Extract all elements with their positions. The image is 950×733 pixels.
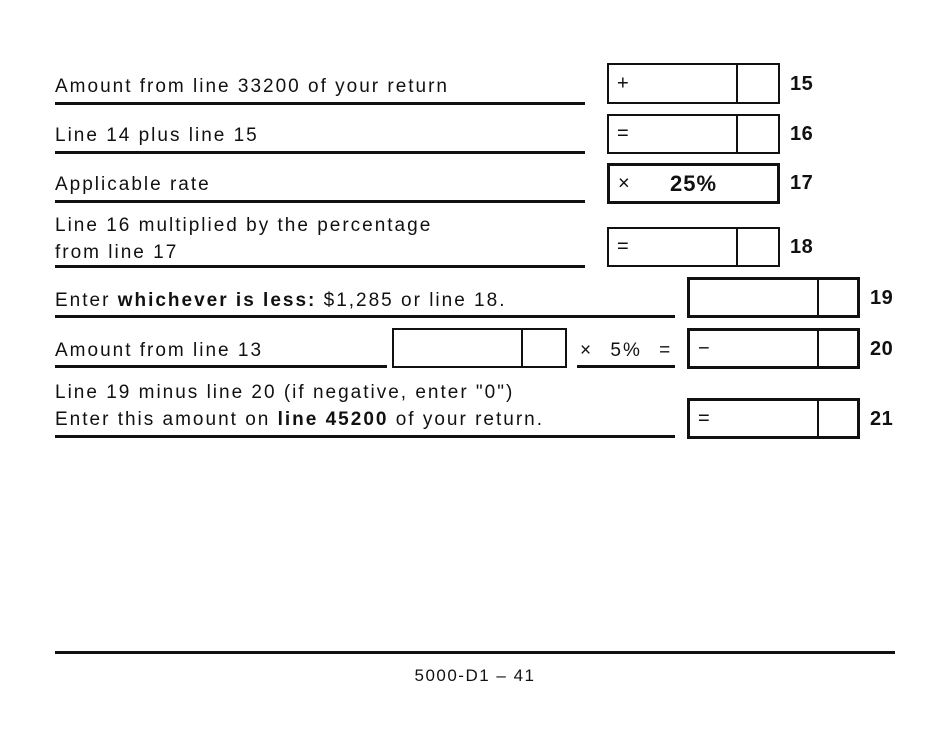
minus-operator: − xyxy=(698,337,710,359)
line-21-writing-line xyxy=(55,435,675,438)
cents-divider xyxy=(521,330,523,366)
line-21-label-line1: Line 19 minus line 20 (if negative, ente… xyxy=(55,382,515,403)
line-17-rate-box: × 25% xyxy=(607,163,780,204)
rate-value: 25% xyxy=(669,170,718,196)
line-20-multiplier: × 5% = xyxy=(580,340,673,361)
line-19-amount-box[interactable] xyxy=(687,277,860,318)
cents-divider xyxy=(817,280,819,315)
line-15-amount-box[interactable]: + xyxy=(607,63,780,104)
footer-rule xyxy=(55,651,895,654)
line-19-label-prefix: Enter xyxy=(55,290,118,311)
line-18-label: Line 16 multiplied by the percentage fro… xyxy=(55,212,432,266)
line-19-label-suffix: $1,285 or line 18. xyxy=(316,290,507,311)
line-20-amount-box[interactable]: − xyxy=(687,328,860,369)
line-16-writing-line xyxy=(55,151,585,154)
line-20-intermediate-box[interactable] xyxy=(392,328,567,368)
line-18-label-line1: Line 16 multiplied by the percentage xyxy=(55,215,433,236)
page-footer-doc-number: 5000-D1 – 41 xyxy=(414,666,536,685)
cents-divider xyxy=(736,116,738,152)
line-20-multiplier-underline xyxy=(577,365,675,368)
line-18-number: 18 xyxy=(790,236,814,258)
line-19-label-bold: whichever is less: xyxy=(117,290,317,311)
line-21-label: Line 19 minus line 20 (if negative, ente… xyxy=(55,379,544,433)
line-21-amount-box[interactable]: = xyxy=(687,398,860,439)
line-17-number: 17 xyxy=(790,172,814,194)
line-17-label: Applicable rate xyxy=(55,174,211,195)
line-20-writing-line xyxy=(55,365,387,368)
line-17-writing-line xyxy=(55,200,585,203)
line-15-label: Amount from line 33200 of your return xyxy=(55,76,450,97)
cents-divider xyxy=(736,229,738,265)
multiply-operator: × xyxy=(618,172,630,194)
line-20-label: Amount from line 13 xyxy=(55,340,264,361)
line-16-label: Line 14 plus line 15 xyxy=(55,125,259,146)
line-15-writing-line xyxy=(55,102,585,105)
line-19-writing-line xyxy=(55,315,675,318)
line-20-number: 20 xyxy=(870,338,894,360)
line-19-number: 19 xyxy=(870,287,894,309)
equals-operator: = xyxy=(698,407,710,429)
line-21-label-line2-suffix: of your return. xyxy=(388,409,545,430)
line-15-number: 15 xyxy=(790,73,814,95)
line-18-amount-box[interactable]: = xyxy=(607,227,780,267)
equals-operator: = xyxy=(617,122,629,145)
line-21-label-line2-bold: line 45200 xyxy=(277,409,389,430)
line-16-amount-box[interactable]: = xyxy=(607,114,780,154)
line-21-number: 21 xyxy=(870,408,894,430)
cents-divider xyxy=(817,331,819,366)
line-19-label: Enter whichever is less: $1,285 or line … xyxy=(55,290,506,312)
line-18-writing-line xyxy=(55,265,585,268)
equals-operator: = xyxy=(617,235,629,258)
line-21-label-line2-prefix: Enter this amount on xyxy=(55,409,278,430)
plus-operator: + xyxy=(617,72,629,94)
cents-divider xyxy=(736,65,738,102)
line-16-number: 16 xyxy=(790,123,814,145)
line-18-label-line2: from line 17 xyxy=(55,242,179,263)
cents-divider xyxy=(817,401,819,436)
